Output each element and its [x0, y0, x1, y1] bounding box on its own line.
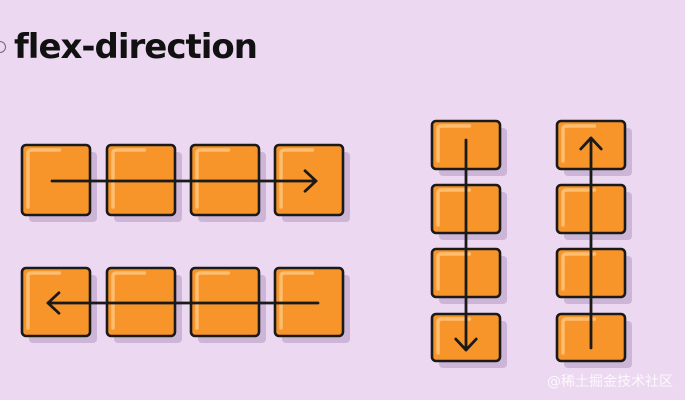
row-reverse-box-4 — [273, 266, 350, 343]
column-arrow — [454, 138, 478, 352]
column-reverse-box-2 — [555, 183, 632, 240]
column-reverse-arrow — [579, 136, 603, 350]
row-reverse-box-3 — [189, 266, 266, 343]
column-box-4 — [430, 312, 507, 368]
row-group — [20, 143, 350, 222]
column-reverse-box-1 — [555, 119, 632, 176]
watermark: @稀土掘金技术社区 — [547, 374, 673, 390]
column-reverse-box-3 — [555, 247, 632, 304]
column-group — [430, 119, 507, 368]
page-title: flex-direction — [14, 27, 258, 67]
row-box-2 — [105, 143, 182, 222]
row-reverse-box-2 — [105, 266, 182, 343]
row-reverse-group — [20, 266, 350, 343]
row-box-4 — [273, 143, 350, 222]
row-arrow — [50, 169, 318, 193]
title-row: flex-direction — [0, 22, 258, 72]
row-box-3 — [189, 143, 266, 222]
row-reverse-box-1 — [20, 266, 97, 343]
column-reverse-group — [555, 119, 632, 368]
row-box-1 — [20, 143, 97, 222]
column-box-3 — [430, 247, 507, 304]
column-box-1 — [430, 119, 507, 176]
row-reverse-arrow — [46, 291, 320, 315]
column-box-2 — [430, 183, 507, 240]
column-reverse-box-4 — [555, 312, 632, 368]
